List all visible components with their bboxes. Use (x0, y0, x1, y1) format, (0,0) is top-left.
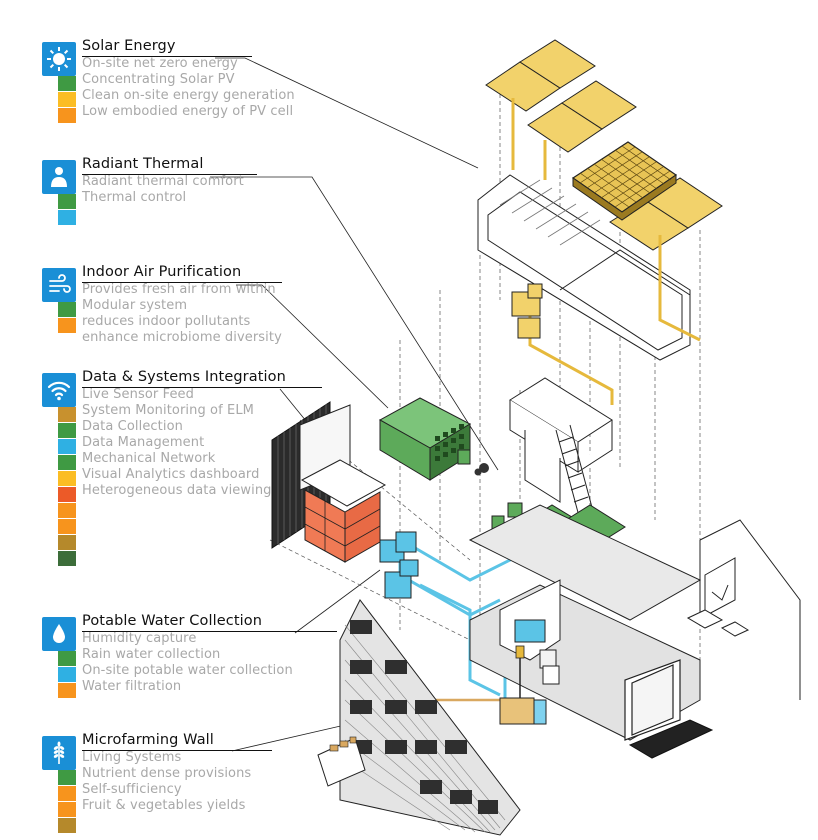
legend-item: Thermal control (82, 190, 187, 205)
color-swatch (58, 471, 76, 486)
title-underline (82, 282, 282, 283)
color-swatch (58, 439, 76, 454)
water-drop-icon (42, 617, 76, 651)
legend-title: Microfarming Wall (82, 732, 214, 748)
color-swatch (58, 683, 76, 698)
color-swatch (58, 651, 76, 666)
legend-item: Heterogeneous data viewing (82, 483, 272, 498)
color-swatch (58, 455, 76, 470)
wheat-icon (42, 736, 76, 770)
entry-step (628, 719, 714, 759)
legend-item: enhance microbiome diversity (82, 330, 282, 345)
color-swatch (58, 519, 76, 534)
legend-item: Live Sensor Feed (82, 387, 194, 402)
color-swatch (58, 802, 76, 817)
color-swatch (58, 194, 76, 209)
wifi-icon (42, 373, 76, 407)
color-swatch (58, 786, 76, 801)
ladder (555, 424, 595, 521)
legend-item: Provides fresh air from within (82, 282, 276, 297)
color-swatch (58, 818, 76, 833)
color-swatch (58, 503, 76, 518)
wind-icon (42, 268, 76, 302)
color-swatch (58, 108, 76, 123)
legend-item: Mechanical Network (82, 451, 216, 466)
glazed-door (624, 659, 681, 741)
legend-item: Nutrient dense provisions (82, 766, 252, 781)
color-swatch (58, 770, 76, 785)
legend-item: Self-sufficiency (82, 782, 182, 797)
legend-title: Indoor Air Purification (82, 264, 242, 280)
title-underline (82, 387, 322, 388)
concentrating-pv-array (571, 141, 678, 221)
legend-title: Solar Energy (82, 38, 176, 54)
legend-item: Data Management (82, 435, 205, 450)
legend-item: reduces indoor pollutants (82, 314, 251, 329)
leader-line-water (294, 569, 381, 634)
color-swatch (58, 407, 76, 422)
color-swatch (58, 667, 76, 682)
color-swatch (58, 423, 76, 438)
legend-title: Potable Water Collection (82, 613, 263, 629)
side-wall (699, 519, 801, 700)
legend-item: Humidity capture (82, 631, 197, 646)
color-swatch (58, 551, 76, 566)
color-swatch (58, 210, 76, 225)
solar-panel (561, 80, 637, 130)
legend-item: Radiant thermal comfort (82, 174, 244, 189)
leader-line-solar (215, 57, 479, 169)
air-purifier-unit (378, 397, 489, 481)
title-underline (82, 174, 257, 175)
legend-item: Data Collection (82, 419, 183, 434)
legend-item: Low embodied energy of PV cell (82, 104, 294, 119)
leader-line-farm (231, 724, 346, 752)
sun-icon (42, 42, 76, 76)
microfarming-wall-structure (317, 599, 521, 836)
legend-item: Clean on-site energy generation (82, 88, 295, 103)
color-swatch (58, 92, 76, 107)
color-swatch (58, 302, 76, 317)
legend-item: On-site potable water collection (82, 663, 293, 678)
color-swatch (58, 318, 76, 333)
legend-item: Fruit & vegetables yields (82, 798, 246, 813)
color-swatch (58, 487, 76, 502)
title-underline (82, 56, 252, 57)
legend-item: Concentrating Solar PV (82, 72, 235, 87)
legend-title: Data & Systems Integration (82, 369, 286, 385)
leader-line-thermal (210, 176, 499, 471)
title-underline (82, 750, 272, 751)
solar-panel (519, 39, 596, 89)
legend-item: Rain water collection (82, 647, 221, 662)
legend-item: System Monitoring of ELM (82, 403, 254, 418)
shelving-unit (300, 459, 387, 563)
color-swatch (58, 76, 76, 91)
legend-item: Visual Analytics dashboard (82, 467, 260, 482)
legend-item: Water filtration (82, 679, 182, 694)
legend-item: Modular system (82, 298, 188, 313)
person-icon (42, 160, 76, 194)
legend-item: Living Systems (82, 750, 182, 765)
legend-title: Radiant Thermal (82, 156, 204, 172)
legend-item: On-site net zero energy (82, 56, 238, 71)
bin (542, 665, 560, 685)
leader-line-air (236, 284, 389, 409)
color-swatch (58, 535, 76, 550)
title-underline (82, 631, 337, 632)
